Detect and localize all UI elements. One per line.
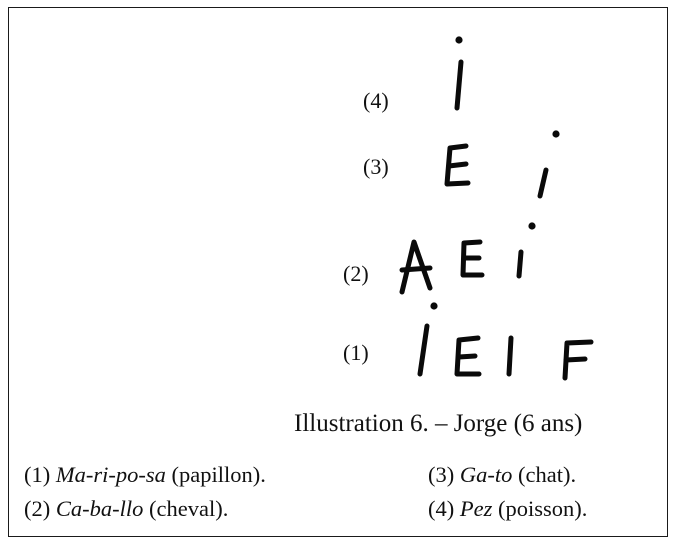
legend-gloss: (papillon). xyxy=(171,462,266,487)
illustration-frame xyxy=(8,7,668,537)
row1-letter-i-icon xyxy=(417,302,438,377)
legend-item-3: (3) Ga-to (chat). xyxy=(428,462,576,488)
legend-num: (4) xyxy=(428,496,455,521)
legend-item-1: (1) Ma-ri-po-sa (papillon). xyxy=(24,462,266,488)
legend-word: Ga-to xyxy=(459,462,513,487)
row-label-4: (4) xyxy=(363,88,389,113)
row2-letter-a-icon xyxy=(399,239,433,295)
legend-item-2: (2) Ca-ba-llo (cheval). xyxy=(24,496,228,522)
legend-gloss: (cheval). xyxy=(149,496,229,521)
legend-num: (1) xyxy=(24,462,51,487)
legend-gloss: (poisson). xyxy=(498,496,588,521)
row1-letter-l-icon xyxy=(506,335,514,377)
illustration-caption: Illustration 6. – Jorge (6 ans) xyxy=(294,410,583,437)
legend-num: (3) xyxy=(428,462,455,487)
legend-gloss: (chat). xyxy=(518,462,577,487)
row1-letter-f-icon xyxy=(562,339,594,381)
legend-item-4: (4) Pez (poisson). xyxy=(428,496,587,522)
row2-letter-e-icon xyxy=(460,239,485,278)
row3-letter-e-icon xyxy=(444,143,471,187)
row3-letter-i-icon xyxy=(537,130,560,199)
row2-letter-i-icon xyxy=(516,222,536,279)
row1-letter-e-icon xyxy=(454,335,482,377)
row4-letter-i-icon xyxy=(454,36,464,111)
legend-word: Pez xyxy=(459,496,493,521)
row-label-1: (1) xyxy=(343,340,369,365)
row-label-3: (3) xyxy=(363,154,389,179)
legend-word: Ca-ba-llo xyxy=(55,496,144,521)
legend-num: (2) xyxy=(24,496,51,521)
row-label-2: (2) xyxy=(343,261,369,286)
legend-word: Ma-ri-po-sa xyxy=(55,462,166,487)
